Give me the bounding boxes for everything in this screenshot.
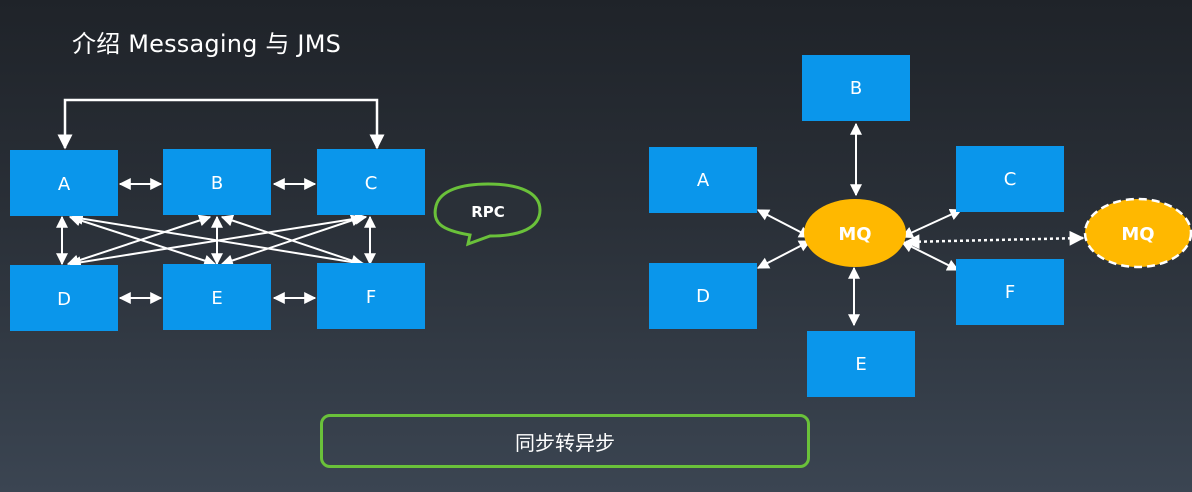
right-node-d: D [649,263,757,329]
edge-mq-a [756,209,812,238]
page-title: 介绍 Messaging 与 JMS [72,30,342,58]
left-node-c: C [317,149,425,215]
right-node-b: B [802,55,910,121]
edge-mq-f [900,241,960,271]
right-hub: B A C D F E MQ MQ [649,55,1192,397]
sync-to-async-box: 同步转异步 [320,414,810,468]
right-node-a-label: A [697,170,710,191]
edge-mq-mq [904,230,1085,250]
edge-mq-d [756,240,812,269]
right-node-e: E [807,331,915,397]
right-node-b-label: B [850,78,862,99]
left-node-e: E [163,264,271,330]
rpc-bubble: RPC [433,182,542,247]
left-node-a: A [10,150,118,216]
right-node-c-label: C [1004,169,1017,190]
right-node-f: F [956,259,1064,325]
right-node-c: C [956,146,1064,212]
edge-c-e [220,214,364,267]
mq-hub: MQ [804,199,906,267]
left-node-e-label: E [211,288,222,309]
left-mesh: A B C D E F [10,98,425,331]
left-node-a-label: A [58,174,71,195]
sync-to-async-label: 同步转异步 [515,430,615,455]
mq-hub-label: MQ [838,224,871,245]
left-node-b: B [163,149,271,215]
right-node-d-label: D [696,286,710,307]
right-node-a: A [649,147,757,213]
edge-a-c-top [57,98,385,150]
right-node-e-label: E [855,354,866,375]
right-node-f-label: F [1005,282,1015,303]
left-node-b-label: B [211,173,223,194]
rpc-label: RPC [471,203,505,221]
mq-extra-label: MQ [1121,224,1154,245]
left-node-d-label: D [57,289,71,310]
left-node-d: D [10,265,118,331]
edge-mq-c [900,209,963,238]
left-node-f: F [317,263,425,329]
left-node-c-label: C [365,173,378,194]
mq-extra: MQ [1083,197,1192,269]
left-node-f-label: F [366,287,376,308]
